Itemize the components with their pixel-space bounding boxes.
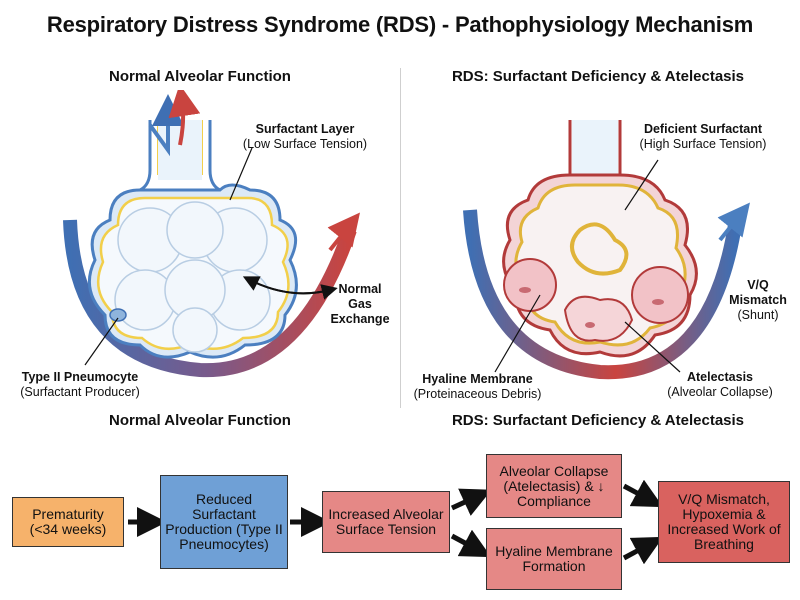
surfactant-layer-sub: (Low Surface Tension): [242, 137, 368, 151]
right-panel-caption: RDS: Surfactant Deficiency & Atelectasis: [451, 412, 745, 429]
surfactant-layer-title: Surfactant Layer: [255, 122, 355, 136]
hyaline-membrane-box: Hyaline Membrane Formation: [486, 528, 622, 590]
hyaline-membrane-label: Hyaline Membrane (Proteinaceous Debris): [405, 372, 550, 402]
diagram-title: Respiratory Distress Syndrome (RDS) - Pa…: [46, 12, 754, 37]
increased-surface-tension-box: Increased Alveolar Surface Tension: [322, 491, 450, 553]
gas-exchange-line-2: Gas: [348, 297, 372, 311]
hyaline-sub: (Proteinaceous Debris): [413, 387, 542, 401]
panel-divider: [400, 68, 401, 408]
gas-exchange-label: Normal Gas Exchange: [325, 282, 395, 327]
deficient-surfactant-sub: (High Surface Tension): [639, 137, 767, 151]
vq-mismatch-label: V/Q Mismatch (Shunt): [720, 278, 796, 323]
reduced-surfactant-box: Reduced Surfactant Production (Type II P…: [160, 475, 288, 569]
gas-exchange-line-1: Normal: [338, 282, 382, 296]
left-panel-heading: Normal Alveolar Function: [109, 68, 291, 85]
hyaline-title: Hyaline Membrane: [422, 372, 533, 386]
gas-exchange-line-3: Exchange: [330, 312, 390, 326]
rds-alveolus-illustration: [463, 120, 750, 380]
alveolar-collapse-box: Alveolar Collapse (Atelectasis) & ↓ Comp…: [486, 454, 622, 518]
vq-line-1: V/Q: [747, 278, 769, 292]
atelectasis-sub: (Alveolar Collapse): [667, 385, 773, 399]
deficient-surfactant-label: Deficient Surfactant (High Surface Tensi…: [618, 122, 788, 152]
atelectasis-label: Atelectasis (Alveolar Collapse): [650, 370, 790, 400]
vq-line-2: Mismatch: [729, 293, 787, 307]
left-panel-caption: Normal Alveolar Function: [109, 412, 291, 429]
prematurity-box: Prematurity (<34 weeks): [12, 497, 124, 547]
surfactant-layer-label: Surfactant Layer (Low Surface Tension): [225, 122, 385, 152]
right-panel-heading: RDS: Surfactant Deficiency & Atelectasis: [451, 68, 745, 85]
outcome-box: V/Q Mismatch, Hypoxemia & Increased Work…: [658, 481, 790, 563]
vq-sub: (Shunt): [737, 308, 779, 322]
atelectasis-title: Atelectasis: [686, 370, 753, 384]
deficient-surfactant-title: Deficient Surfactant: [643, 122, 763, 136]
normal-alveolus-illustration: [63, 90, 360, 378]
type-ii-pneumocyte-label: Type II Pneumocyte (Surfactant Producer): [0, 370, 160, 400]
pneumocyte-title: Type II Pneumocyte: [21, 370, 139, 384]
pneumocyte-sub: (Surfactant Producer): [20, 385, 140, 399]
